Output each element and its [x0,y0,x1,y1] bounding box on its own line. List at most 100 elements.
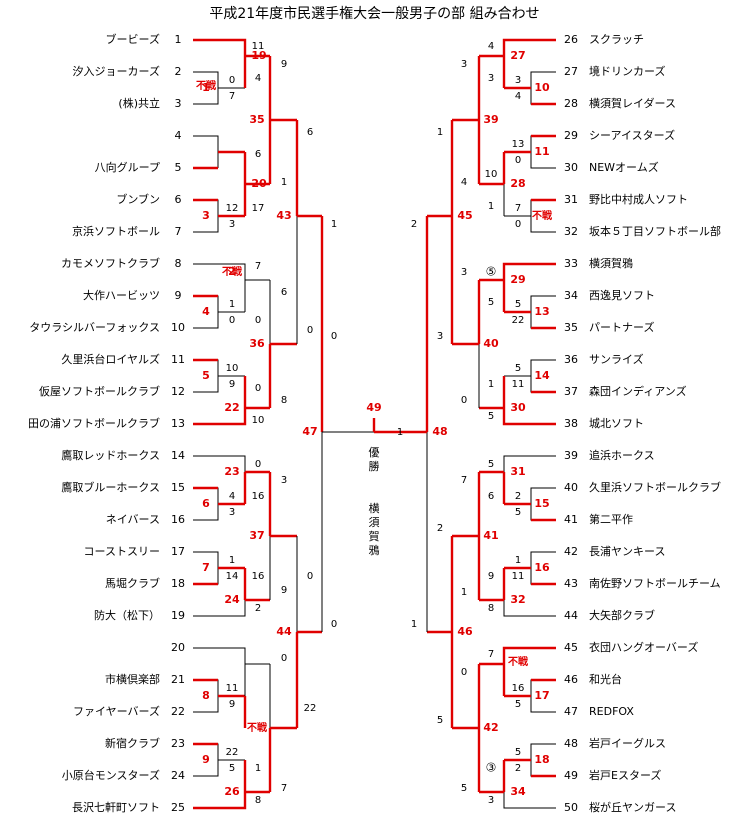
score-label: 5 [437,715,443,726]
score-label: 1 [488,201,494,212]
right-team-number: 50 [564,801,578,814]
score-label: 5 [515,507,521,518]
match-number-m10: 10 [534,81,550,94]
score-label: 4 [461,177,467,188]
right-team-number: 40 [564,481,578,494]
score-label: 4 [255,73,261,84]
score-label: 3 [488,795,494,806]
match-number-m36: 36 [249,337,265,350]
champion-name: 鴉 [369,543,380,557]
score-label: 7 [281,783,287,794]
left-team-name: ネイバース [106,513,160,526]
score-label: 0 [255,459,261,470]
match-number-m27: 27 [510,49,525,62]
bracket-line [502,262,556,312]
score-label: 5 [515,363,521,374]
right-team-number: 46 [564,673,578,686]
left-team-name: 小原台モンスターズ [62,768,160,782]
match-number-m28: 28 [510,177,525,190]
score-label: 3 [437,331,443,342]
right-team-name: パートナーズ [589,320,654,334]
right-team-number: 28 [564,97,578,110]
score-label: 5 [488,459,494,470]
score-label: 1 [331,219,337,230]
score-label: 1 [411,619,417,630]
left-team-name: ブービーズ [106,32,160,46]
bracket-line [193,760,247,810]
score-label: 1 [488,379,494,390]
left-team-name: 鷹取ブルーホークス [61,480,160,494]
champion-label: 優 [369,446,380,459]
score-label: 9 [488,571,494,582]
left-team-number: 20 [171,641,185,654]
left-team-number: 6 [175,193,182,206]
right-team-name: 西逸見ソフト [589,289,655,302]
right-team-number: 36 [564,353,578,366]
score-label: 0 [461,667,467,678]
score-label: 3 [515,75,521,86]
match-number-m42: 42 [483,721,498,734]
score-label: 0 [515,219,521,230]
score-label: 5 [488,411,494,422]
left-team-name: タウラシルバーフォックス [29,321,160,334]
match-number-m44: 44 [276,625,292,638]
score-label: 6 [488,491,494,502]
score-label: 1 [229,555,235,566]
right-team-number: 27 [564,65,578,78]
match-number-m20: 20 [251,177,267,190]
bracket-line [502,376,556,426]
score-label: 10 [485,169,498,180]
score-label: 9 [281,585,287,596]
right-team-name: 城北ソフト [589,417,644,430]
score-label: 1 [229,299,235,310]
score-label: 3 [281,475,287,486]
score-label: 3 [461,59,467,70]
match-number-m34: 34 [510,785,526,798]
match-number-m32: 32 [510,593,525,606]
match-number-m29: 29 [510,273,525,286]
match-number-m46: 46 [457,625,473,638]
right-team-name: 和光台 [589,672,622,686]
score-label: 12 [226,203,239,214]
left-team-name: ファイヤーバーズ [73,704,160,718]
left-team-name: コーストスリー [84,545,160,558]
left-team-name: 京浜ソフトボール [72,224,160,238]
right-team-number: 39 [564,449,578,462]
left-team-number: 2 [175,65,182,78]
left-team-name: 八向グループ [95,160,160,174]
score-label: 17 [252,203,265,214]
match-number-m15: 15 [534,497,549,510]
forfeit-label: 不戦 [196,79,217,92]
right-team-number: 41 [564,513,578,526]
score-label: 0 [307,571,313,582]
score-label: 5 [515,299,521,310]
match-number-m26: 26 [224,785,240,798]
left-team-name: 市横倶楽部 [105,672,160,686]
score-label: 0 [229,315,235,326]
score-label: 1 [397,427,403,438]
score-label: 1 [515,555,521,566]
left-team-number: 19 [171,609,185,622]
score-label: 10 [226,363,239,374]
right-team-name: 桜が丘ヤンガース [589,800,676,814]
left-team-number: 3 [175,97,182,110]
score-label: 2 [437,523,443,534]
score-label: 11 [512,571,525,582]
score-label: 1 [437,127,443,138]
left-team-name: ブンブン [116,192,160,206]
left-team-number: 4 [175,129,182,142]
score-label: 3 [461,267,467,278]
match-number-m2: 2 [228,265,236,278]
bracket-line [193,38,247,88]
score-label: 3 [229,219,235,230]
match-number-m24: 24 [224,593,240,606]
score-label: 9 [229,379,235,390]
right-team-name: 久里浜ソフトボールクラブ [589,480,721,494]
left-team-name: (株)共立 [118,96,160,110]
right-team-name: シーアイスターズ [589,128,675,142]
left-team-name: 馬堀クラブ [105,576,160,590]
score-label: 0 [281,653,287,664]
match-number-m17: 17 [534,689,549,702]
score-label: 5 [461,783,467,794]
